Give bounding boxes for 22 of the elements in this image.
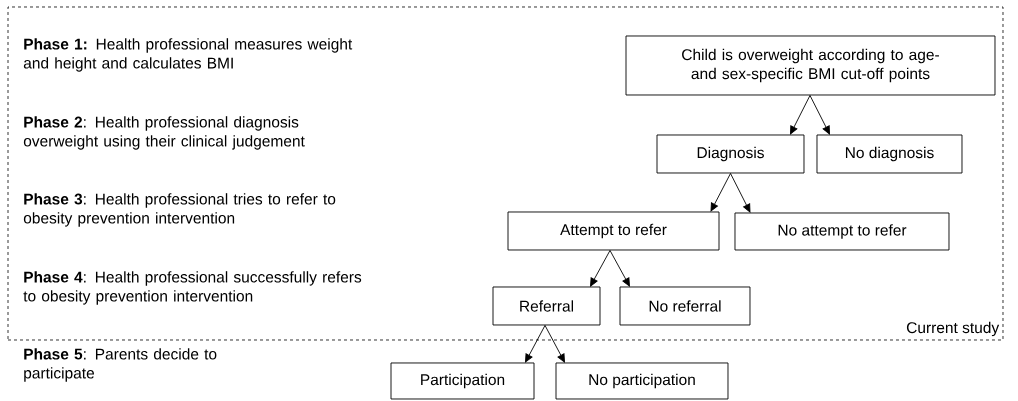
phase-description: Phase 1: Health professional measures weight and height and calculates BMI bbox=[23, 38, 353, 72]
process-box: No participation bbox=[555, 362, 729, 400]
process-box: No attempt to refer bbox=[734, 212, 950, 251]
process-box: No referral bbox=[619, 286, 751, 326]
arrow bbox=[525, 325, 546, 363]
process-box: Participation bbox=[390, 362, 535, 400]
phase-description: Phase 2: Health professional diagnosis overweight using their clinical judgement bbox=[23, 116, 305, 150]
arrow bbox=[609, 250, 630, 287]
process-box: Attempt to refer bbox=[507, 211, 720, 251]
process-box: Referral bbox=[492, 286, 601, 326]
arrow bbox=[710, 173, 731, 212]
process-box: Child is overweight according to age- and sex-specific BMI cut-off points bbox=[625, 35, 996, 96]
process-box: No diagnosis bbox=[816, 134, 963, 174]
arrow bbox=[790, 95, 811, 135]
arrow bbox=[730, 173, 751, 213]
arrow bbox=[809, 95, 830, 135]
phase-description: Phase 5: Parents decide to participate bbox=[24, 348, 217, 382]
arrow bbox=[590, 250, 611, 287]
phase-description: Phase 4: Health professional successfully refers to obesity prevention intervention bbox=[23, 271, 362, 305]
arrow bbox=[544, 325, 565, 363]
process-box: Diagnosis bbox=[656, 134, 805, 174]
phase-description: Phase 3: Health professional tries to refer to obesity prevention intervention bbox=[23, 193, 336, 227]
